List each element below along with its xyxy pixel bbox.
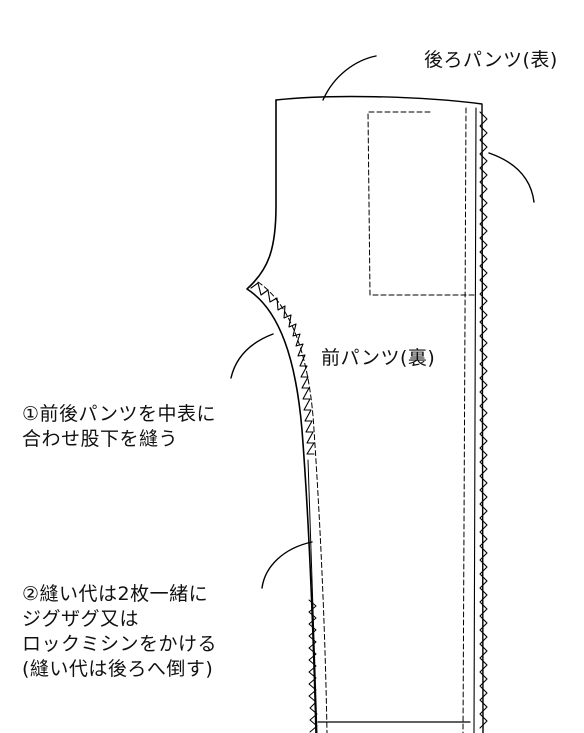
pocket-dashed-outline (367, 111, 475, 296)
back-pants-text: 後ろパンツ(表) (424, 49, 558, 71)
front-pants-text: 前パンツ(裏) (321, 347, 436, 369)
step1-label: ①前後パンツを中表に 合わせ股下を縫う (22, 402, 216, 452)
leader-step2 (261, 541, 313, 589)
right-seam-line (473, 107, 477, 733)
back-pants-outline (275, 95, 484, 733)
leader-back-pants (322, 55, 377, 101)
step1-line2: 合わせ股下を縫う (22, 428, 179, 450)
step2-line4: (縫い代は後ろへ倒す) (22, 658, 214, 680)
step2-label: ②縫い代は2枚一緒に ジグザグ又は ロックミシンをかける (縫い代は後ろへ倒す) (22, 582, 217, 682)
left-stitch-line (257, 281, 328, 733)
step2-line3: ロックミシンをかける (22, 633, 218, 655)
step1-line1: ①前後パンツを中表に (22, 403, 216, 425)
leader-step1 (230, 333, 274, 379)
leader-right-seam (488, 152, 535, 203)
left-lower-zigzag (308, 599, 318, 733)
back-pants-label: 後ろパンツ(表) (424, 48, 558, 73)
right-zigzag-seam (479, 111, 488, 729)
right-stitch-line (462, 107, 467, 733)
front-pants-outline (246, 99, 317, 733)
front-pants-label: 前パンツ(裏) (321, 346, 435, 371)
left-lower-seam (307, 459, 318, 733)
left-zigzag-seam (250, 282, 315, 455)
step2-line1: ②縫い代は2枚一緒に (22, 583, 209, 605)
step2-line2: ジグザグ又は (22, 608, 140, 630)
